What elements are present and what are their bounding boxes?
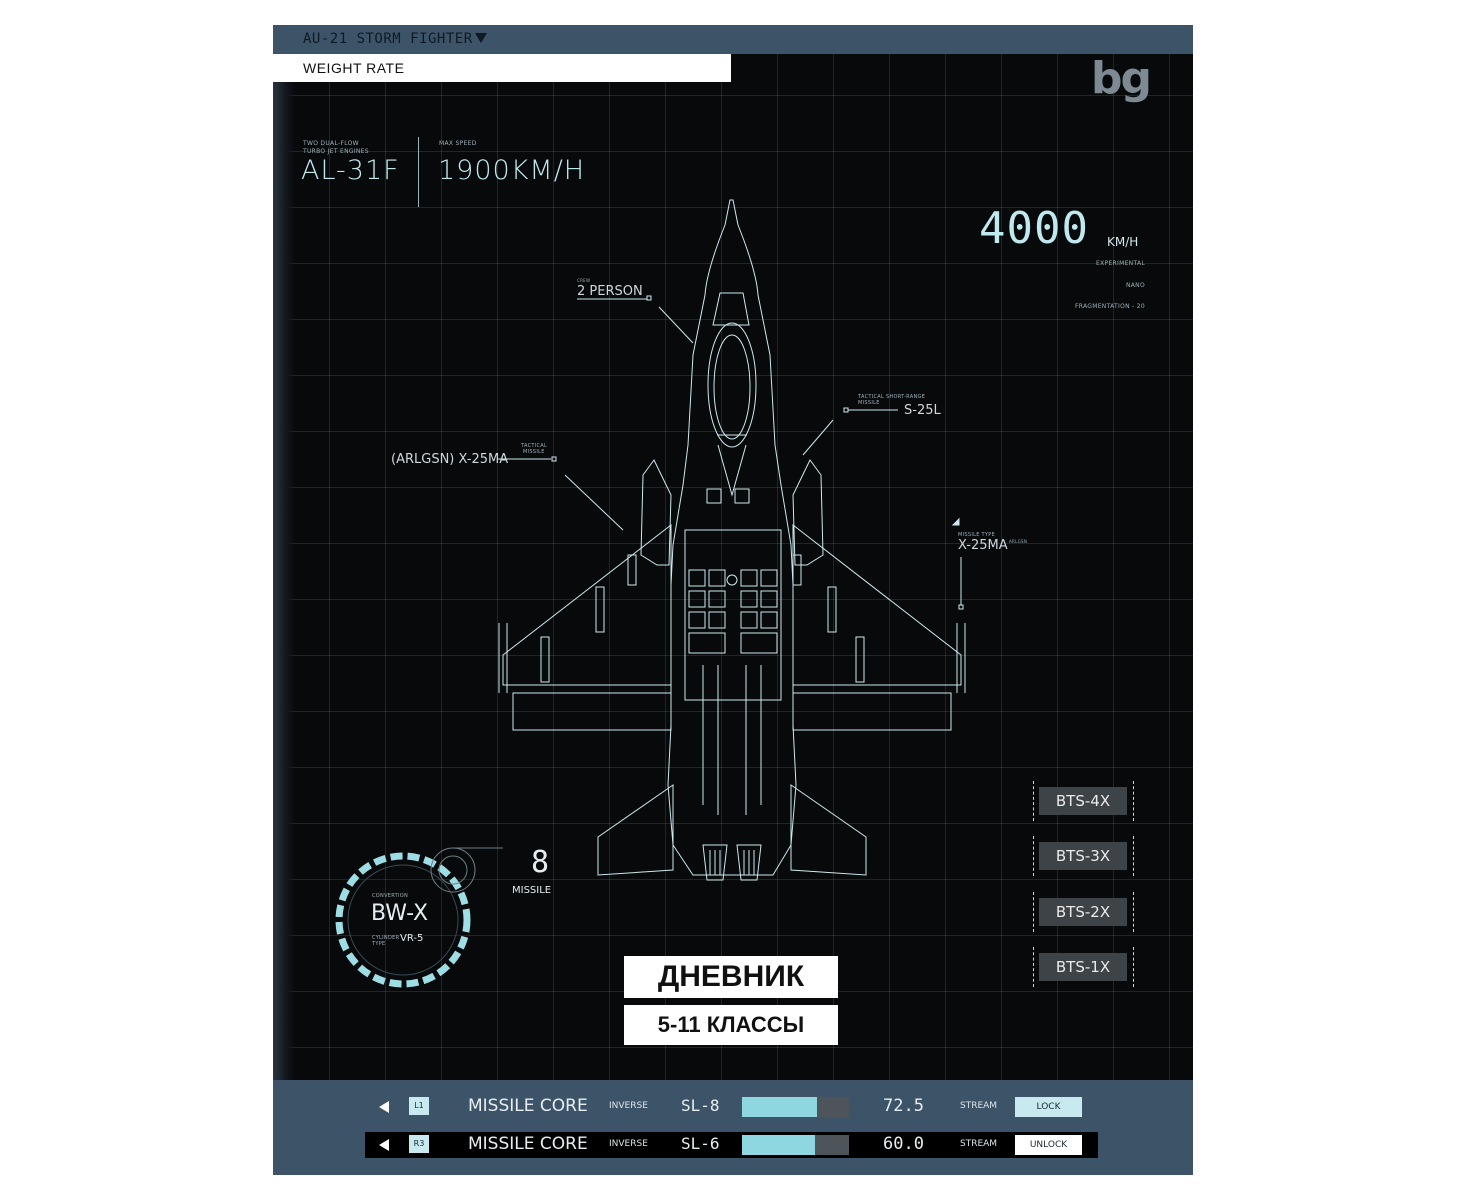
control-row-2: R3 MISSILE CORE INVERSE SL-6 60.0 STREAM…: [365, 1132, 1098, 1158]
crew-value: 2 PERSON: [577, 284, 643, 299]
bts-button-label: BTS-1X: [1039, 953, 1127, 981]
row-badge: R3: [409, 1135, 429, 1153]
cylinder-caption-2: TYPE: [372, 941, 386, 947]
bts-button-4[interactable]: BTS-1X: [1033, 947, 1134, 987]
conversion-gauge: [335, 847, 503, 988]
bts-button-label: BTS-4X: [1039, 787, 1127, 815]
play-back-icon[interactable]: [379, 1101, 389, 1113]
bottom-panel: L1 MISSILE CORE INVERSE SL-8 72.5 STREAM…: [273, 1080, 1193, 1175]
unlock-button[interactable]: UNLOCK: [1015, 1135, 1082, 1155]
missile-type-suffix: ARLGSN: [1009, 539, 1028, 544]
weight-rate-label: WEIGHT RATE: [303, 60, 405, 76]
missile-count-label: MISSILE: [512, 885, 552, 896]
missile-type-caption: MISSILE TYPE: [958, 532, 996, 538]
bts-button-1[interactable]: BTS-4X: [1033, 781, 1134, 821]
missile-type-value: X-25MA: [958, 538, 1008, 553]
s25-caption-2: MISSILE: [858, 400, 880, 406]
row-stream: STREAM: [960, 1101, 998, 1111]
row-value: 72.5: [883, 1096, 924, 1116]
row-inverse: INVERSE: [609, 1139, 648, 1149]
s25-value: S-25L: [904, 403, 941, 418]
cylinder-caption-1: CYLINDER: [372, 935, 400, 941]
row-badge: L1: [409, 1097, 429, 1115]
row-level-fill: [742, 1097, 817, 1117]
control-row-1: L1 MISSILE CORE INVERSE SL-8 72.5 STREAM…: [365, 1094, 1098, 1120]
weight-rate-bar: WEIGHT RATE: [273, 54, 731, 82]
max-speed-caption: MAX SPEED: [439, 140, 477, 147]
aircraft-blueprint: [498, 199, 966, 881]
diary-cover: AU-21 STORM FIGHTER WEIGHT RATE bg TWO D…: [273, 25, 1193, 1175]
arlgsn-caption-1: TACTICAL: [521, 443, 548, 449]
gauge-value: BW-X: [371, 901, 429, 926]
lock-button[interactable]: LOCK: [1015, 1097, 1082, 1117]
spec-divider: [418, 137, 419, 207]
row-level-fill: [742, 1135, 815, 1155]
s25-caption-1: TACTICAL SHORT-RANGE: [858, 394, 926, 400]
missile-count: 8: [531, 845, 550, 880]
bg-logo: bg: [1091, 53, 1152, 104]
row-level-bar: [742, 1135, 849, 1155]
bts-button-label: BTS-2X: [1039, 898, 1127, 926]
row-level-bar: [742, 1097, 849, 1117]
row-inverse: INVERSE: [609, 1101, 648, 1111]
play-back-icon[interactable]: [379, 1139, 389, 1151]
experimental-line-1: EXPERIMENTAL: [1096, 260, 1145, 267]
row-sl: SL-8: [681, 1096, 720, 1115]
experimental-line-3: FRAGMENTATION - 20: [1075, 303, 1145, 310]
engine-caption-1: TWO DUAL-FLOW: [303, 140, 359, 147]
cylinder-value: VR-5: [400, 933, 424, 944]
model-bar: AU-21 STORM FIGHTER: [273, 25, 1193, 54]
bts-button-2[interactable]: BTS-3X: [1033, 836, 1134, 876]
engine-value: AL-31F: [301, 155, 400, 186]
arlgsn-value: (ARLGSN) X-25MA: [391, 452, 509, 467]
experimental-speed-unit: KM/H: [1107, 235, 1139, 249]
cover-spine: [273, 25, 295, 1175]
max-speed-value: 1900KM/H: [438, 155, 586, 186]
row-stream: STREAM: [960, 1139, 998, 1149]
bts-button-3[interactable]: BTS-2X: [1033, 892, 1134, 932]
row-value: 60.0: [883, 1134, 924, 1154]
model-title: AU-21 STORM FIGHTER: [303, 31, 473, 47]
experimental-line-2: NANO: [1125, 282, 1145, 289]
row-name: MISSILE CORE: [468, 1096, 588, 1116]
bts-button-label: BTS-3X: [1039, 842, 1127, 870]
gauge-caption: CONVERTION: [372, 893, 409, 899]
arlgsn-caption-2: MISSILE: [523, 449, 545, 455]
title-main: ДНЕВНИК: [624, 956, 838, 998]
crew-caption: CREW: [577, 278, 591, 283]
row-sl: SL-6: [681, 1134, 720, 1153]
row-name: MISSILE CORE: [468, 1134, 588, 1154]
title-sub: 5-11 КЛАССЫ: [624, 1005, 838, 1045]
dropdown-triangle-icon: [475, 33, 487, 43]
engine-caption-2: TURBO JET ENGINES: [303, 148, 369, 155]
experimental-speed-value: 4000: [979, 203, 1089, 254]
